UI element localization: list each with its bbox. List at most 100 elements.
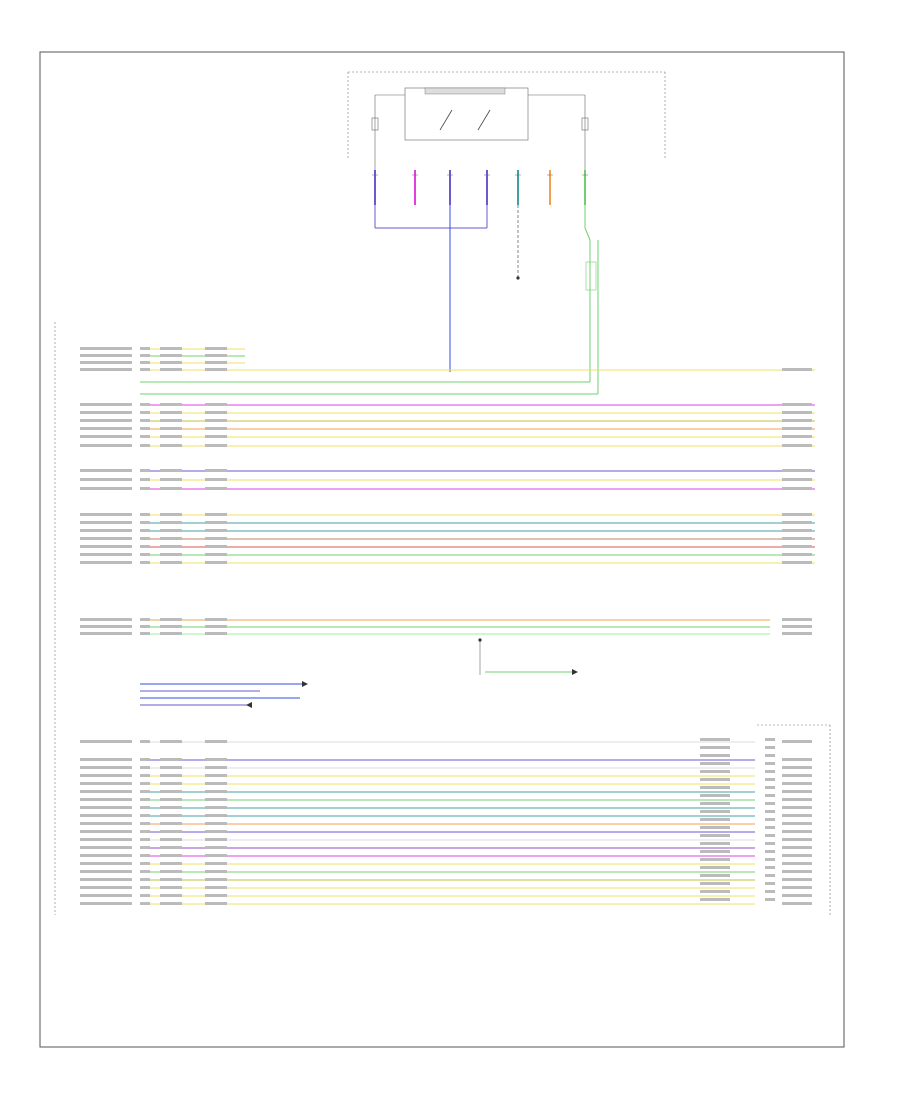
left-wire-code (160, 822, 182, 825)
right-pin-number (765, 802, 775, 805)
right-wire-code (782, 469, 812, 472)
left-pin-number (140, 798, 150, 801)
right-wire-code (782, 419, 812, 422)
left-circuit-code (205, 854, 227, 857)
left-pin-label (80, 798, 132, 801)
left-wire-code (160, 878, 182, 881)
left-wire-code (160, 419, 182, 422)
left-wire-code (160, 902, 182, 905)
left-pin-label (80, 618, 132, 621)
left-pin-label (80, 545, 132, 548)
left-circuit-code (205, 740, 227, 743)
left-pin-label (80, 862, 132, 865)
right-circuit-code (700, 810, 730, 813)
left-pin-label (80, 361, 132, 364)
left-circuit-code (205, 830, 227, 833)
right-pin-number (765, 874, 775, 877)
left-pin-label (80, 902, 132, 905)
left-wire-code (160, 766, 182, 769)
left-pin-number (140, 513, 150, 516)
left-pin-label (80, 814, 132, 817)
left-pin-number (140, 368, 150, 371)
right-pin-number (765, 754, 775, 757)
left-circuit-code (205, 553, 227, 556)
right-circuit-code (700, 882, 730, 885)
left-circuit-code (205, 487, 227, 490)
left-circuit-code (205, 878, 227, 881)
right-circuit-code (700, 794, 730, 797)
left-circuit-code (205, 521, 227, 524)
left-pin-number (140, 878, 150, 881)
left-circuit-code (205, 902, 227, 905)
left-pin-number (140, 561, 150, 564)
right-circuit-code (700, 746, 730, 749)
left-wire-code (160, 774, 182, 777)
diagram-frame (39, 51, 845, 1048)
right-wire-code (782, 403, 812, 406)
left-circuit-code (205, 469, 227, 472)
left-pin-number (140, 632, 150, 635)
left-pin-label (80, 870, 132, 873)
left-pin-number (140, 521, 150, 524)
left-pin-label (80, 806, 132, 809)
left-wire-code (160, 553, 182, 556)
left-pin-label (80, 838, 132, 841)
left-pin-label (80, 411, 132, 414)
left-circuit-code (205, 822, 227, 825)
right-wire-code (782, 758, 812, 761)
left-circuit-code (205, 766, 227, 769)
right-pin-number (765, 778, 775, 781)
left-pin-label (80, 513, 132, 516)
right-wire-code (782, 766, 812, 769)
right-wire-code (782, 774, 812, 777)
right-circuit-code (700, 770, 730, 773)
left-pin-number (140, 830, 150, 833)
left-wire-code (160, 740, 182, 743)
right-wire-code (782, 478, 812, 481)
left-circuit-code (205, 894, 227, 897)
left-circuit-code (205, 347, 227, 350)
left-circuit-code (205, 537, 227, 540)
left-wire-code (160, 403, 182, 406)
left-pin-label (80, 774, 132, 777)
right-wire-code (782, 782, 812, 785)
right-wire-code (782, 529, 812, 532)
left-wire-code (160, 487, 182, 490)
connector-stubs (372, 170, 588, 205)
left-pin-label (80, 435, 132, 438)
left-pin-number (140, 766, 150, 769)
left-pin-number (140, 537, 150, 540)
right-wire-code (782, 553, 812, 556)
left-wire-code (160, 814, 182, 817)
left-circuit-code (205, 403, 227, 406)
right-pin-number (765, 826, 775, 829)
right-circuit-code (700, 786, 730, 789)
right-wire-code (782, 435, 812, 438)
left-circuit-code (205, 618, 227, 621)
right-pin-number (765, 834, 775, 837)
left-circuit-code (205, 529, 227, 532)
right-wire-code (782, 878, 812, 881)
right-circuit-code (700, 866, 730, 869)
left-pin-label (80, 529, 132, 532)
relay-box (404, 87, 529, 141)
right-wire-code (782, 822, 812, 825)
right-wire-code (782, 846, 812, 849)
left-pin-number (140, 529, 150, 532)
left-pin-number (140, 846, 150, 849)
left-circuit-code (205, 798, 227, 801)
right-wire-code (782, 427, 812, 430)
left-wire-code (160, 846, 182, 849)
right-wire-code (782, 854, 812, 857)
left-wire-code (160, 411, 182, 414)
right-wire-code (782, 545, 812, 548)
right-wire-code (782, 487, 812, 490)
left-pin-number (140, 361, 150, 364)
left-pin-number (140, 411, 150, 414)
left-pin-number (140, 806, 150, 809)
left-pin-label (80, 854, 132, 857)
left-circuit-code (205, 806, 227, 809)
right-circuit-code (700, 874, 730, 877)
left-wire-code (160, 894, 182, 897)
left-circuit-code (205, 444, 227, 447)
